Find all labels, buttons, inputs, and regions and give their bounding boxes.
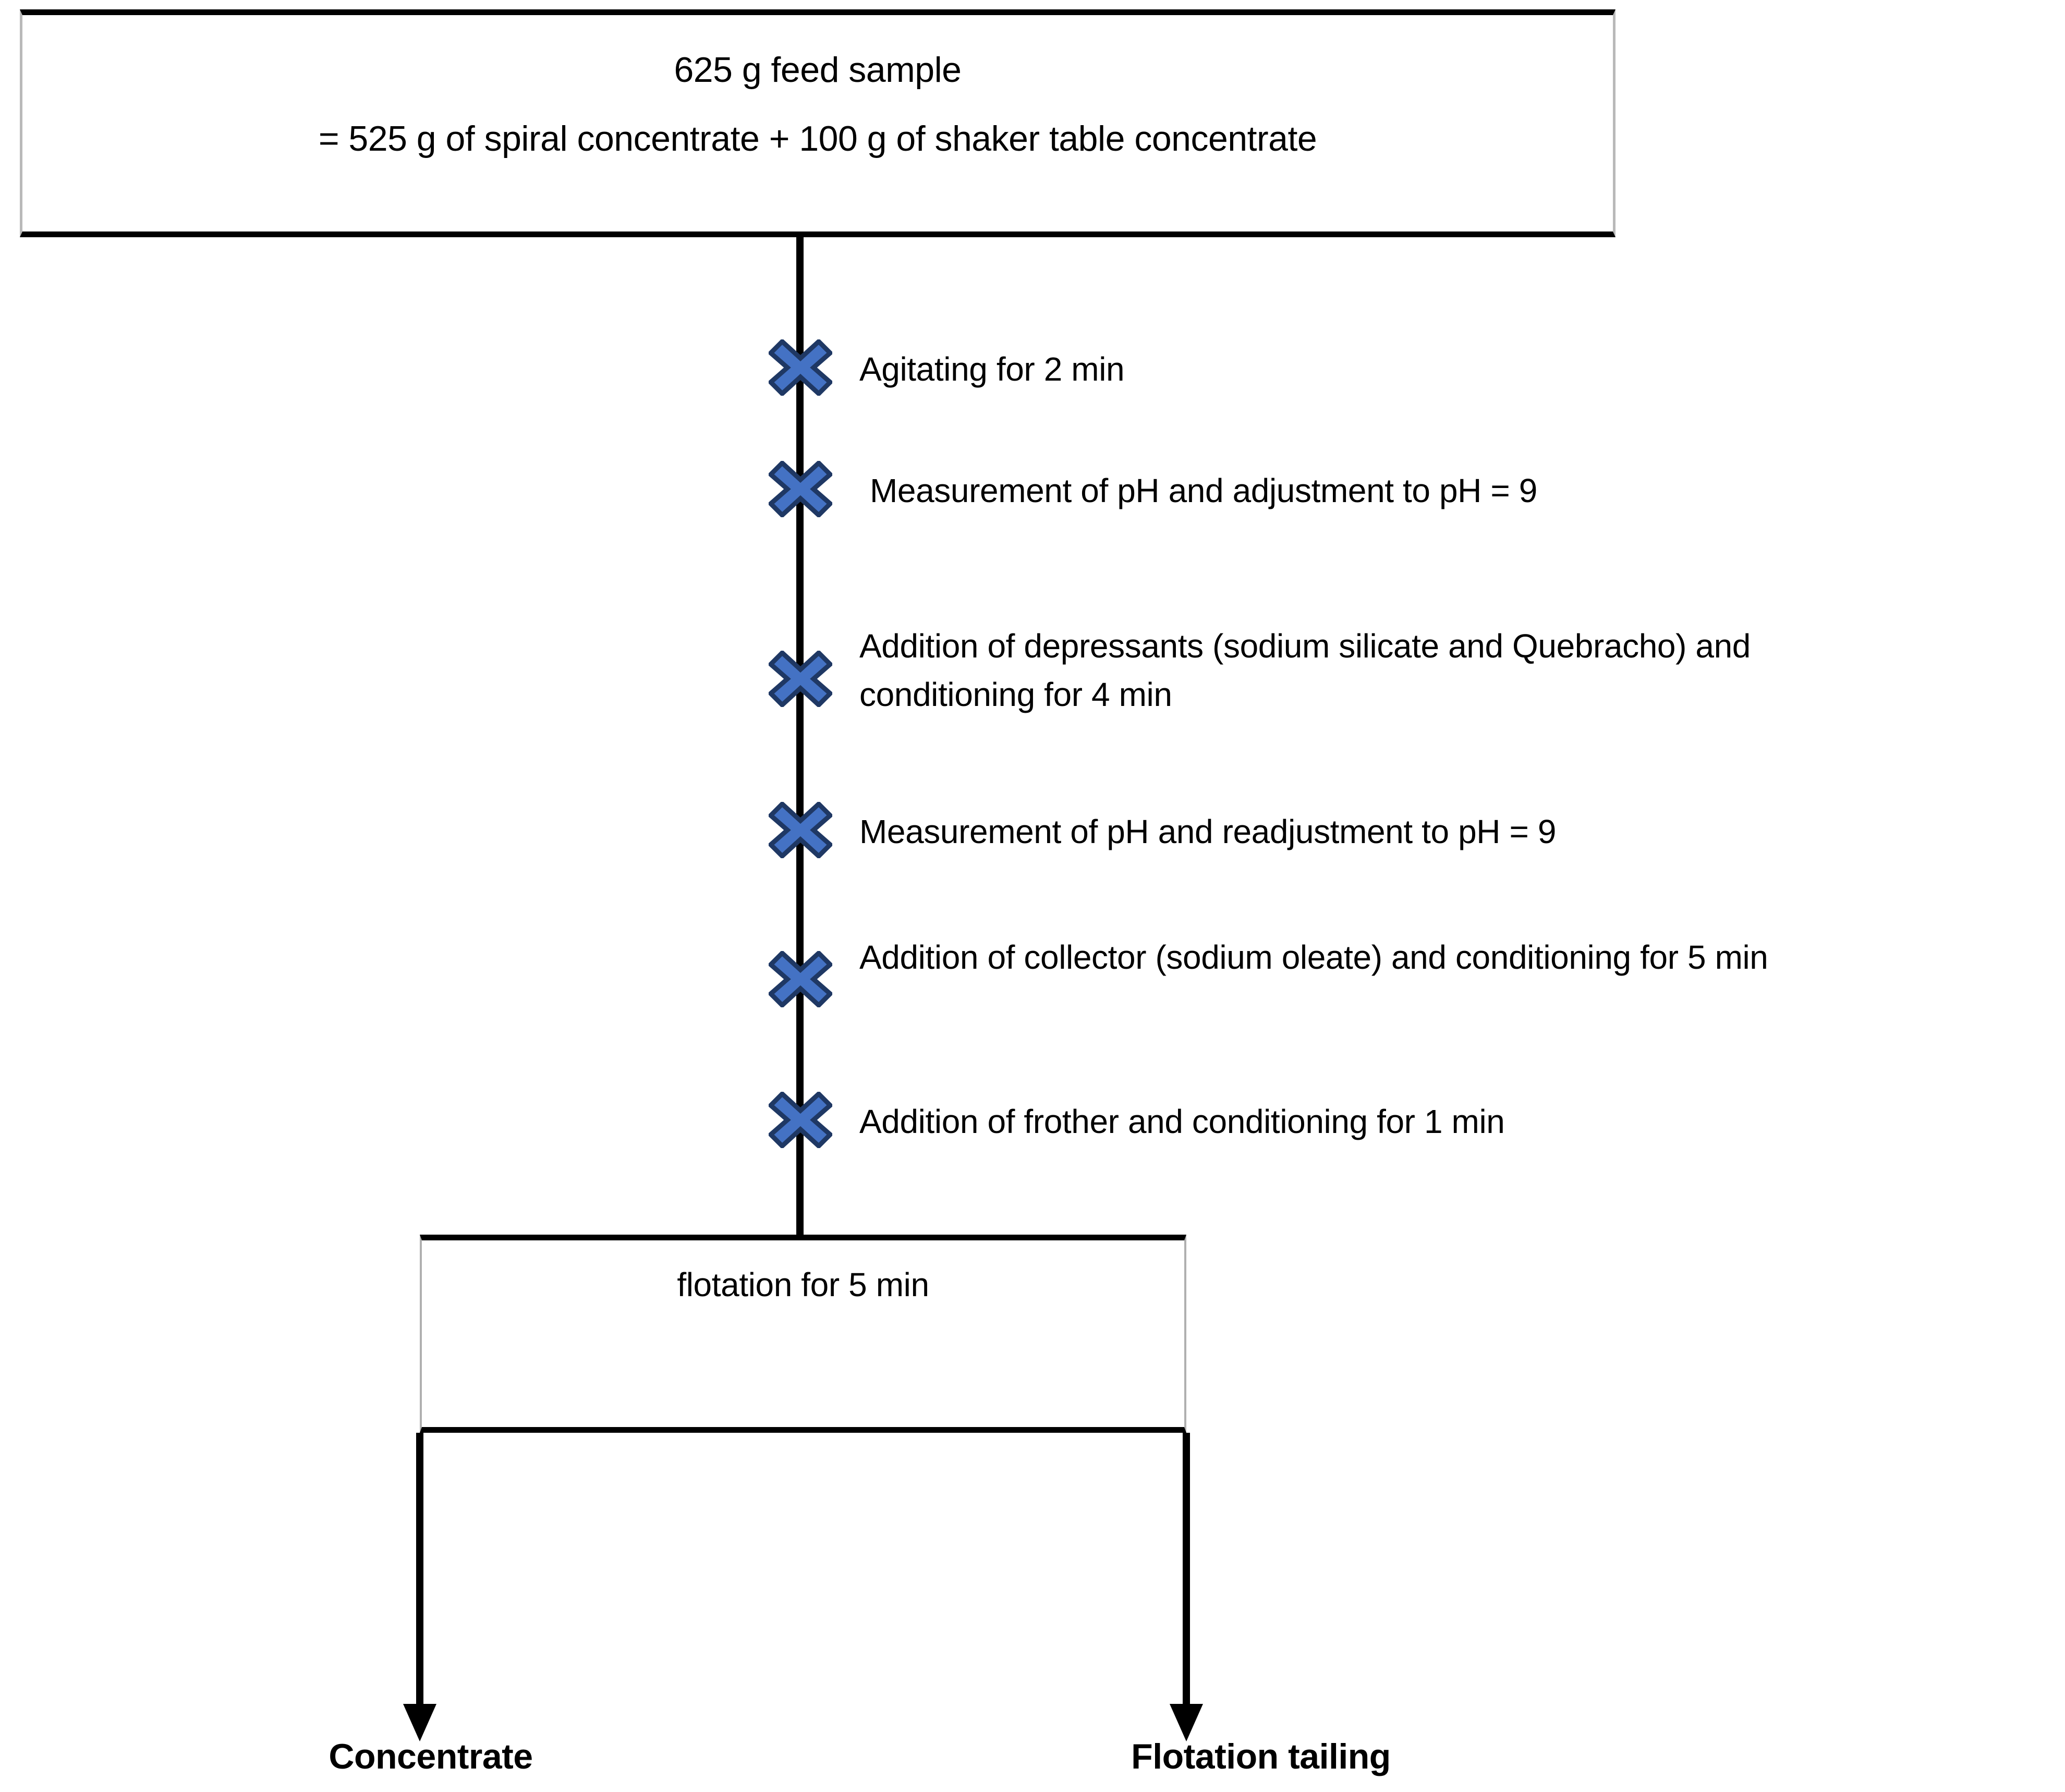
flotation-tailing-arrow-shaft [1183,1433,1190,1708]
output-label-flotation-tailing: Flotation tailing [1131,1737,1391,1776]
feed-sample-line-2: = 525 g of spiral concentrate + 100 g of… [318,119,1317,159]
step-label-depressants: Addition of depressants (sodium silicate… [859,627,1751,713]
flotation-box: flotation for 5 min [420,1235,1186,1433]
x-marker-icon [769,802,832,858]
step-label-agitating: Agitating for 2 min [859,350,1125,388]
concentrate-arrow-head [403,1704,436,1741]
step-label-frother: Addition of frother and conditioning for… [859,1103,1505,1140]
x-marker-icon [769,461,832,517]
flotation-box-label: flotation for 5 min [677,1266,929,1303]
feed-sample-line-1: 625 g feed sample [674,50,962,90]
x-marker-icon [769,651,832,707]
x-marker-icon [769,951,832,1007]
step-label-ph-adjustment: Measurement of pH and adjustment to pH =… [870,472,1537,509]
step-label-collector: Addition of collector (sodium oleate) an… [859,938,1768,976]
x-marker-icon [769,1092,832,1148]
flotation-tailing-arrow-head [1170,1704,1203,1741]
x-marker-icon [769,339,832,396]
step-label-ph-readjustment: Measurement of pH and readjustment to pH… [859,813,1557,850]
output-label-concentrate: Concentrate [329,1737,533,1776]
concentrate-arrow-shaft [416,1433,423,1708]
feed-sample-box: 625 g feed sample = 525 g of spiral conc… [20,9,1615,237]
